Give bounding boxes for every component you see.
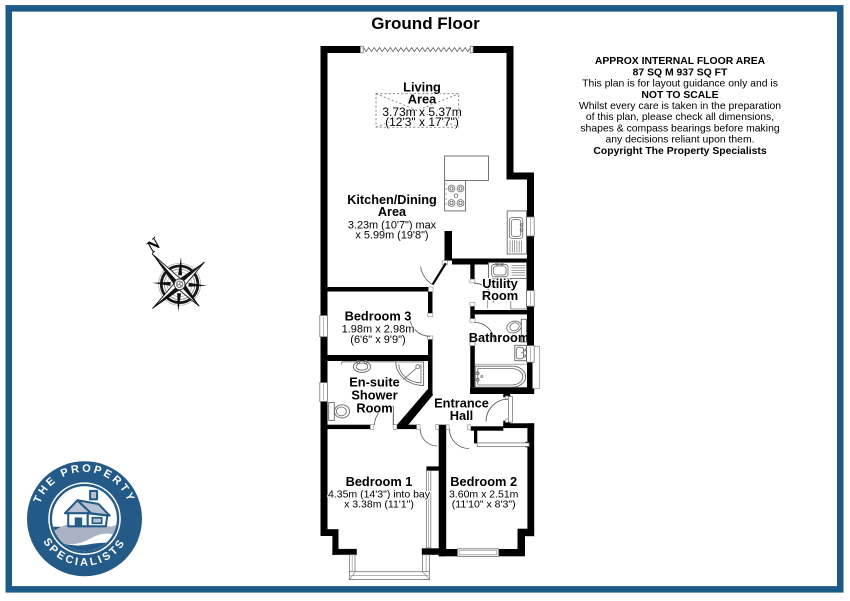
svg-text:Room: Room bbox=[356, 401, 392, 416]
svg-text:Copyright The Property Special: Copyright The Property Specialists bbox=[593, 146, 766, 157]
svg-text:Area: Area bbox=[378, 205, 407, 219]
svg-text:1.98m x 2.98m: 1.98m x 2.98m bbox=[342, 323, 415, 335]
svg-text:87 SQ M 937 SQ FT: 87 SQ M 937 SQ FT bbox=[633, 67, 728, 78]
svg-text:3.60m x 2.51m: 3.60m x 2.51m bbox=[449, 488, 519, 500]
svg-text:Bedroom 1: Bedroom 1 bbox=[346, 474, 413, 489]
svg-text:x 3.38m (11'1"): x 3.38m (11'1") bbox=[344, 499, 414, 511]
svg-text:Bedroom 2: Bedroom 2 bbox=[450, 474, 517, 489]
svg-text:(12'3" x 17'7"): (12'3" x 17'7") bbox=[385, 115, 459, 129]
svg-text:Living: Living bbox=[403, 80, 441, 95]
svg-text:Bedroom 1: Bedroom 1 bbox=[346, 474, 413, 489]
svg-text:x 5.99m (19'8"): x 5.99m (19'8") bbox=[355, 229, 428, 241]
svg-text:any decisions reliant upon the: any decisions reliant upon them. bbox=[605, 135, 754, 146]
svg-text:Entrance: Entrance bbox=[434, 396, 489, 411]
svg-text:(6'6" x 9'9"): (6'6" x 9'9") bbox=[350, 334, 405, 346]
svg-text:(12'3" x 17'7"): (12'3" x 17'7") bbox=[385, 115, 459, 129]
svg-text:x 5.99m (19'8"): x 5.99m (19'8") bbox=[355, 229, 428, 241]
svg-text:Whilst every care is taken in: Whilst every care is taken in the prepar… bbox=[579, 101, 781, 112]
svg-text:Bedroom 3: Bedroom 3 bbox=[345, 308, 412, 323]
svg-text:Utility: Utility bbox=[482, 276, 518, 291]
svg-text:Bedroom 2: Bedroom 2 bbox=[450, 474, 517, 489]
svg-text:En-suite: En-suite bbox=[349, 375, 399, 390]
svg-text:3.73m x 5.37m: 3.73m x 5.37m bbox=[382, 105, 461, 119]
svg-text:x 3.38m (11'1"): x 3.38m (11'1") bbox=[344, 499, 414, 511]
svg-text:4.35m (14'3") into bay: 4.35m (14'3") into bay bbox=[328, 488, 431, 500]
svg-text:Area: Area bbox=[408, 92, 437, 107]
svg-text:Area: Area bbox=[408, 92, 437, 107]
svg-text:Utility: Utility bbox=[482, 276, 518, 291]
svg-text:Room: Room bbox=[482, 288, 518, 303]
svg-text:3.23m (10'7") max: 3.23m (10'7") max bbox=[348, 219, 437, 231]
svg-text:NOT TO SCALE: NOT TO SCALE bbox=[641, 90, 718, 101]
svg-text:3.23m (10'7") max: 3.23m (10'7") max bbox=[348, 219, 437, 231]
svg-text:En-suite: En-suite bbox=[349, 375, 399, 390]
svg-text:Ground Floor: Ground Floor bbox=[371, 14, 480, 33]
svg-text:Shower: Shower bbox=[351, 388, 397, 403]
svg-text:1.98m x 2.98m: 1.98m x 2.98m bbox=[342, 323, 415, 335]
svg-text:(11'10" x 8'3"): (11'10" x 8'3") bbox=[452, 499, 516, 511]
svg-text:Shower: Shower bbox=[351, 388, 397, 403]
svg-text:Living: Living bbox=[403, 80, 441, 95]
svg-text:(6'6" x 9'9"): (6'6" x 9'9") bbox=[350, 334, 405, 346]
svg-text:3.60m x 2.51m: 3.60m x 2.51m bbox=[449, 488, 519, 500]
svg-text:Bathroom: Bathroom bbox=[469, 330, 529, 345]
svg-text:Bedroom 3: Bedroom 3 bbox=[345, 308, 412, 323]
svg-text:shapes & compass bearings befo: shapes & compass bearings before making bbox=[580, 123, 779, 134]
svg-text:APPROX INTERNAL FLOOR AREA: APPROX INTERNAL FLOOR AREA bbox=[595, 56, 766, 67]
svg-text:Room: Room bbox=[356, 401, 392, 416]
svg-text:Entrance: Entrance bbox=[434, 396, 489, 411]
svg-text:4.35m (14'3") into bay: 4.35m (14'3") into bay bbox=[328, 488, 431, 500]
svg-text:Hall: Hall bbox=[450, 408, 473, 423]
svg-text:This plan is for layout guidan: This plan is for layout guidance only an… bbox=[582, 79, 778, 90]
svg-text:3.73m x 5.37m: 3.73m x 5.37m bbox=[382, 105, 461, 119]
svg-text:Hall: Hall bbox=[450, 408, 473, 423]
svg-text:Area: Area bbox=[378, 205, 407, 219]
svg-text:Room: Room bbox=[482, 288, 518, 303]
svg-text:(11'10" x 8'3"): (11'10" x 8'3") bbox=[452, 499, 516, 511]
svg-text:Kitchen/Dining: Kitchen/Dining bbox=[347, 193, 437, 207]
svg-text:Kitchen/Dining: Kitchen/Dining bbox=[347, 193, 437, 207]
svg-text:of this plan, please check all: of this plan, please check all dimension… bbox=[586, 112, 774, 123]
